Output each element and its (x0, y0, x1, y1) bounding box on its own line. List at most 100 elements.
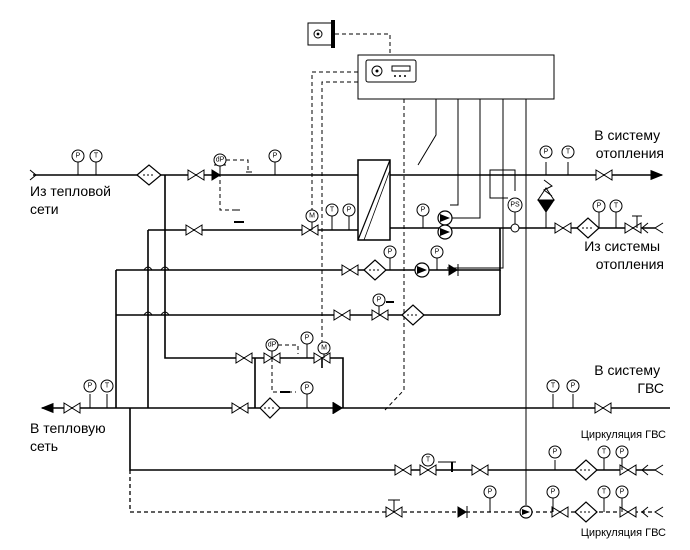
svg-text:M: M (309, 213, 315, 220)
check-valve-icon (457, 506, 467, 518)
pressure-gauge-icon: P (483, 485, 497, 512)
pressure-gauge-icon: P (430, 245, 444, 270)
svg-text:T: T (426, 457, 431, 464)
pressure-gauge-icon: P (615, 485, 629, 512)
valve-icon (471, 464, 489, 476)
pressure-gauge-icon: P (268, 149, 282, 175)
svg-text:P: P (88, 383, 93, 390)
outdoor-sensor-line (335, 33, 391, 55)
valve-icon (301, 224, 319, 236)
valve-icon (63, 402, 81, 414)
pressure-gauge-icon: P (300, 381, 314, 408)
label-dhw-circulation-top: Циркуляция ГВС (581, 429, 666, 441)
svg-text:T: T (602, 489, 607, 496)
safety-valve (537, 179, 555, 228)
pressure-switch-icon: PS (507, 197, 523, 224)
svg-text:P: P (388, 249, 393, 256)
svg-text:P: P (435, 249, 440, 256)
svg-text:T: T (105, 383, 110, 390)
thermometer-icon: T (597, 445, 611, 470)
pump-icon (437, 210, 453, 226)
pressure-gauge-icon: P (416, 203, 430, 228)
heat-exchanger (357, 159, 391, 241)
pressure-gauge-icon: P (592, 199, 606, 228)
valve-icon (231, 402, 249, 414)
check-valve-icon (333, 402, 343, 414)
valve-icon (551, 506, 569, 518)
thermometer-icon: T (546, 379, 560, 408)
control-lines (311, 71, 527, 505)
valve-icon (619, 464, 637, 476)
svg-text:P: P (421, 207, 426, 214)
svg-text:P: P (305, 335, 310, 342)
svg-text:T: T (94, 153, 99, 160)
motor-drive-icon: M (305, 209, 319, 230)
label-dhw-circulation-bottom: Циркуляция ГВС (581, 527, 666, 539)
outdoor-sensor (307, 20, 335, 48)
valve-icon (554, 222, 572, 234)
thermometer-icon: T (561, 145, 575, 175)
check-valve-icon (448, 264, 458, 276)
svg-text:P: P (347, 207, 352, 214)
thermometer-icon: T (325, 203, 339, 230)
diff-pressure-icon: dP (213, 153, 227, 167)
thermometer-icon: T (609, 199, 623, 228)
label-from-heating: Из системы отопления (584, 238, 664, 272)
pump-icon (414, 262, 430, 278)
svg-text:M: M (321, 345, 327, 352)
svg-text:PS: PS (510, 202, 520, 209)
svg-text:P: P (273, 153, 278, 160)
pressure-gauge-icon: P (300, 331, 314, 358)
thermometer-icon: T (421, 453, 435, 467)
valve-icon (185, 224, 203, 236)
svg-text:dP: dP (268, 342, 277, 349)
pump-icon (519, 505, 533, 519)
valve-icon (595, 169, 613, 181)
flow-sensor-icon (510, 223, 520, 233)
controller-cabinet (357, 54, 555, 100)
svg-text:P: P (571, 383, 576, 390)
valve-icon (333, 309, 351, 321)
pressure-gauge-icon: P (342, 203, 356, 230)
svg-text:P: P (551, 489, 556, 496)
controller-unit (365, 59, 417, 83)
pressure-gauge-icon: P (83, 379, 97, 408)
check-valve-icon (211, 169, 221, 181)
svg-text:P: P (553, 449, 558, 456)
svg-text:P: P (377, 297, 382, 304)
svg-text:P: P (620, 449, 625, 456)
valve-icon (371, 309, 389, 321)
thermometer-icon: T (597, 485, 611, 512)
label-to-heating: В систему отопления (594, 127, 664, 161)
thermometer-icon: T (89, 149, 103, 175)
svg-text:dP: dP (216, 157, 225, 164)
label-from-network: Из тепловой сети (30, 183, 115, 217)
svg-text:T: T (614, 203, 619, 210)
valve-icon (187, 169, 205, 181)
svg-text:P: P (305, 385, 310, 392)
valve-icon (313, 352, 331, 364)
label-to-network: В тепловую сеть (30, 420, 109, 454)
svg-text:P: P (620, 489, 625, 496)
pipes (33, 169, 670, 513)
pressure-gauge-icon: P (566, 379, 580, 408)
svg-text:T: T (602, 449, 607, 456)
svg-text:P: P (597, 203, 602, 210)
pressure-gauge-icon: P (615, 445, 629, 470)
svg-text:P: P (76, 153, 81, 160)
pressure-gauge-icon: P (383, 245, 397, 270)
label-to-dhw: В систему ГВС (594, 362, 664, 396)
svg-text:P: P (488, 489, 493, 496)
svg-text:T: T (551, 383, 556, 390)
thermometer-icon: T (100, 379, 114, 408)
valve-icon (419, 464, 437, 476)
motor-drive-icon: M (317, 341, 331, 358)
pump-icon (437, 224, 453, 240)
svg-text:T: T (330, 207, 335, 214)
svg-text:T: T (566, 149, 571, 156)
pressure-gauge-icon: P (71, 149, 85, 175)
gauges: P T P P T T P P P T PS P P P P P P T T P… (71, 145, 629, 512)
valve-icon (235, 352, 253, 364)
diff-pressure-icon: dP (265, 338, 279, 352)
svg-text:P: P (544, 149, 549, 156)
